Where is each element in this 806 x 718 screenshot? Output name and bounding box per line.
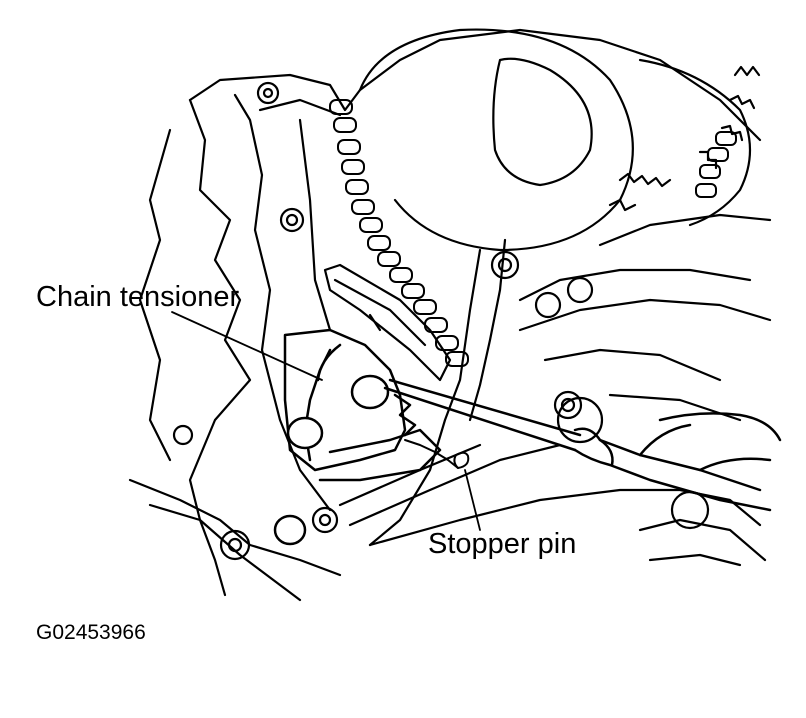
timing-chain bbox=[329, 99, 737, 367]
stopper-pin-label: Stopper pin bbox=[428, 528, 577, 560]
stopper-pin-shape bbox=[404, 439, 470, 469]
camshaft-sprocket bbox=[358, 28, 761, 252]
figure-code: G02453966 bbox=[36, 621, 146, 644]
screwdriver bbox=[383, 378, 782, 512]
chain-guide bbox=[323, 263, 452, 382]
leader-lines bbox=[171, 311, 481, 531]
engine-block bbox=[128, 28, 772, 602]
chain-tensioner-label: Chain tensioner bbox=[36, 281, 240, 313]
chain-tensioner-body bbox=[273, 328, 442, 546]
bolt-holes bbox=[172, 81, 710, 561]
